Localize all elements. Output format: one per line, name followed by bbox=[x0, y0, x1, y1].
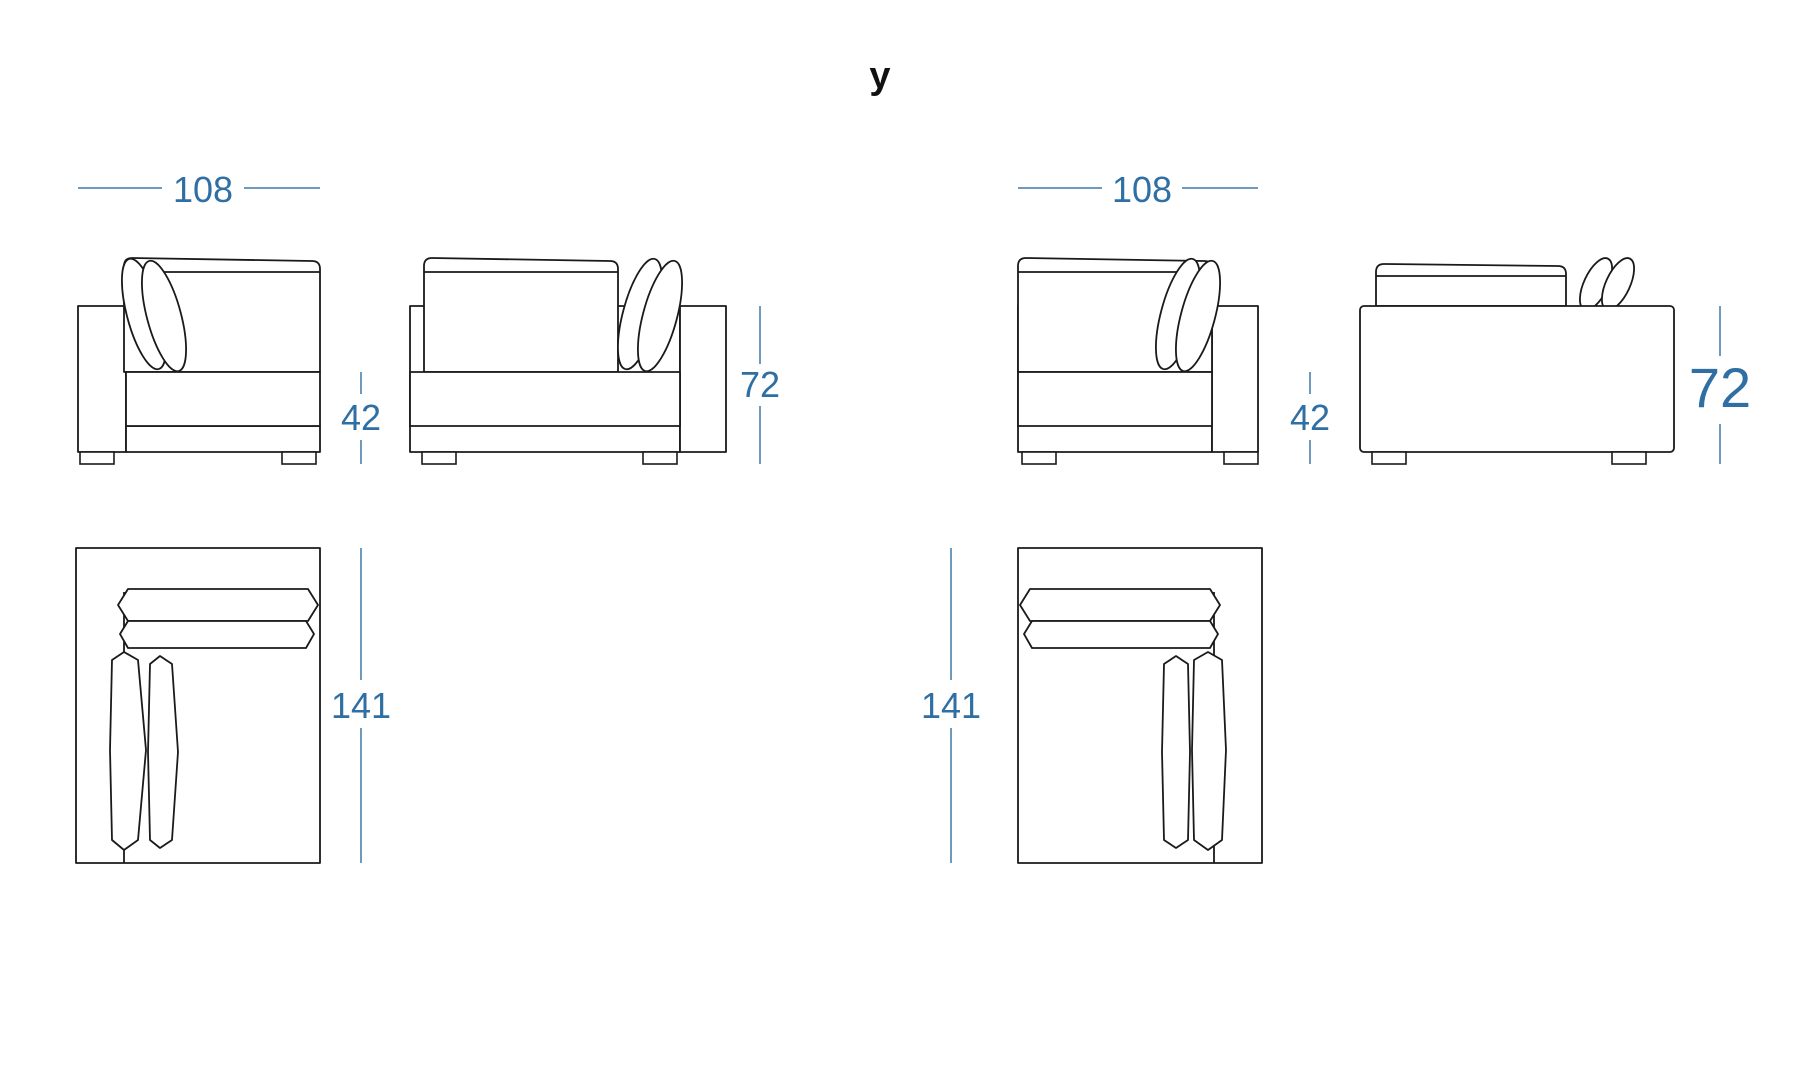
right-front-view bbox=[1017, 257, 1259, 465]
right-top-view bbox=[1017, 547, 1263, 864]
right-total-height-dimension: 72 bbox=[1689, 306, 1751, 464]
right-total-height-label: 72 bbox=[1689, 356, 1751, 419]
left-total-height-dimension: 72 bbox=[740, 306, 780, 464]
right-seat-height-dimension: 42 bbox=[1290, 372, 1330, 464]
right-width-label: 108 bbox=[1112, 169, 1172, 210]
right-seat-height-label: 42 bbox=[1290, 397, 1330, 438]
right-side-view bbox=[1359, 257, 1675, 465]
right-depth-label: 141 bbox=[921, 685, 981, 726]
left-seat-height-dimension: 42 bbox=[341, 372, 381, 464]
left-width-dimension: 108 bbox=[78, 169, 320, 210]
left-total-height-label: 72 bbox=[740, 364, 780, 405]
left-front-view-a bbox=[77, 257, 321, 465]
left-front-view-b bbox=[409, 257, 727, 465]
left-depth-dimension: 141 bbox=[331, 548, 391, 863]
right-depth-dimension: 141 bbox=[921, 548, 981, 863]
right-module: 108 42 bbox=[921, 169, 1751, 864]
right-width-dimension: 108 bbox=[1018, 169, 1258, 210]
left-top-view bbox=[75, 547, 321, 864]
left-width-label: 108 bbox=[173, 169, 233, 210]
left-module: 108 42 bbox=[75, 169, 780, 864]
drawing-title: y bbox=[869, 55, 890, 97]
left-seat-height-label: 42 bbox=[341, 397, 381, 438]
left-depth-label: 141 bbox=[331, 685, 391, 726]
